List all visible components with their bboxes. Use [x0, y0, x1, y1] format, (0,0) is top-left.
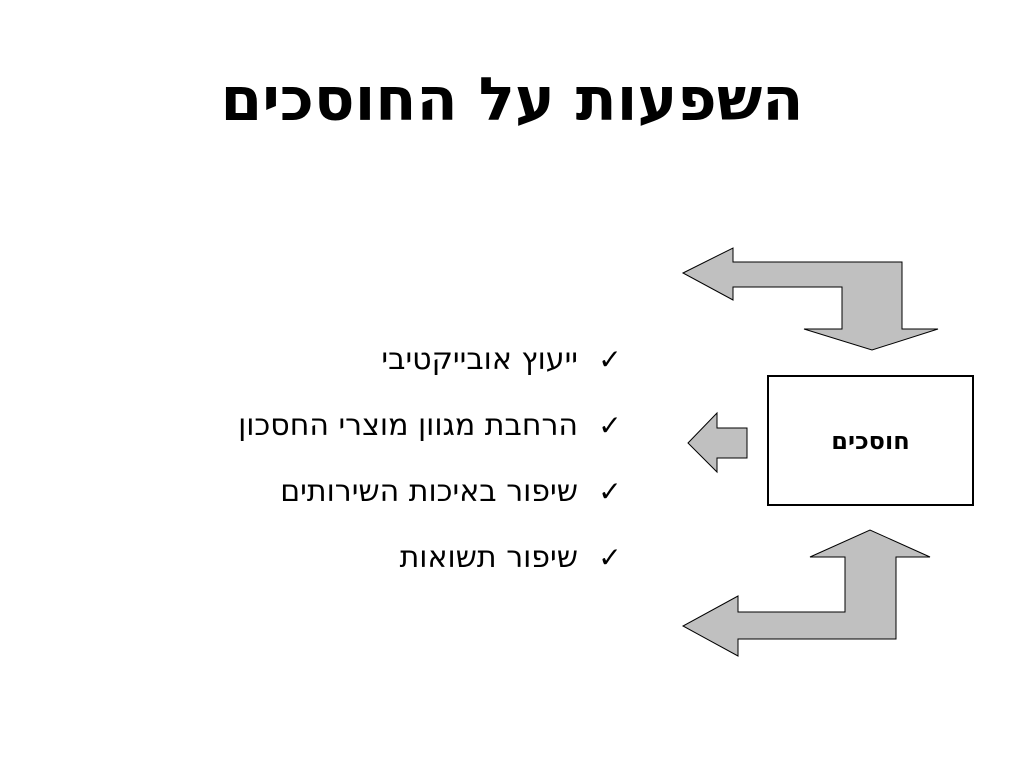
- savers-label: חוסכים: [831, 426, 910, 455]
- top-bent-arrow-icon: [681, 247, 939, 351]
- check-icon: ✓: [598, 408, 622, 442]
- bullet-text: שיפור באיכות השירותים: [280, 473, 578, 509]
- list-item: ✓ שיפור תשואות: [238, 524, 624, 590]
- check-icon: ✓: [598, 342, 622, 376]
- list-item: ✓ הרחבת מגוון מוצרי החסכון: [238, 392, 624, 458]
- bullet-text: ייעוץ אובייקטיבי: [381, 341, 578, 377]
- savers-box: חוסכים: [767, 375, 974, 506]
- small-left-arrow-icon: [687, 411, 748, 474]
- check-icon: ✓: [598, 540, 622, 574]
- bullet-list: ✓ ייעוץ אובייקטיבי ✓ הרחבת מגוון מוצרי ה…: [238, 326, 624, 590]
- bullet-text: הרחבת מגוון מוצרי החסכון: [238, 407, 578, 443]
- slide-title: השפעות על החוסכים: [220, 65, 804, 135]
- list-item: ✓ ייעוץ אובייקטיבי: [238, 326, 624, 392]
- list-item: ✓ שיפור באיכות השירותים: [238, 458, 624, 524]
- bullet-text: שיפור תשואות: [399, 539, 578, 575]
- bottom-bent-arrow-icon: [681, 529, 931, 657]
- check-icon: ✓: [598, 474, 622, 508]
